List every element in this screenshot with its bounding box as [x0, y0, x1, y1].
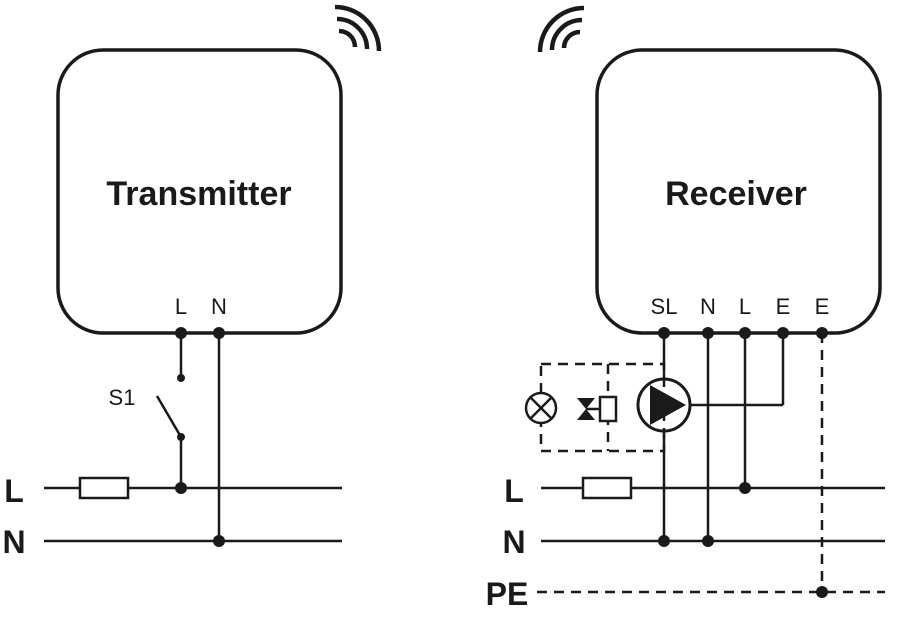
wireless-signal-icon: [540, 8, 584, 52]
transmitter-unit: Transmitter L N: [58, 50, 341, 333]
receiver-title: Receiver: [665, 175, 807, 213]
junction-dot: [213, 535, 225, 547]
receiver-terminal-e2: E: [815, 294, 830, 319]
fuse-icon: [80, 478, 128, 498]
left-bus-lines: L N: [2, 473, 342, 560]
junction-dot: [702, 535, 714, 547]
switch-s1: [157, 396, 181, 437]
fuse-icon: [583, 478, 631, 498]
bus-label-l: L: [504, 473, 524, 509]
right-bus-lines: L N PE: [486, 473, 885, 612]
bus-label-pe: PE: [486, 576, 529, 612]
bus-label-l: L: [4, 473, 24, 509]
wireless-signal-icon: [335, 7, 379, 51]
junction-dot: [739, 482, 751, 494]
transmitter-wiring: S1: [109, 327, 225, 541]
valve-actuator-icon: [577, 397, 616, 421]
receiver-terminal-n: N: [700, 294, 716, 319]
bus-label-n: N: [2, 524, 25, 560]
junction-dot: [658, 535, 670, 547]
junction-dot: [816, 586, 828, 598]
receiver-terminal-e1: E: [776, 294, 791, 319]
lamp-icon: [526, 393, 556, 423]
junction-dot: [175, 482, 187, 494]
switch-label: S1: [109, 385, 136, 410]
bus-label-n: N: [502, 524, 525, 560]
transmitter-terminal-l: L: [175, 294, 187, 319]
receiver-wiring: [658, 327, 828, 592]
receiver-terminal-sl: SL: [651, 294, 678, 319]
receiver-terminal-l: L: [739, 294, 751, 319]
receiver-unit: Receiver SL N L E E: [597, 50, 880, 333]
transmitter-title: Transmitter: [106, 175, 291, 213]
switch-contact: [177, 374, 185, 382]
transmitter-terminal-n: N: [211, 294, 227, 319]
